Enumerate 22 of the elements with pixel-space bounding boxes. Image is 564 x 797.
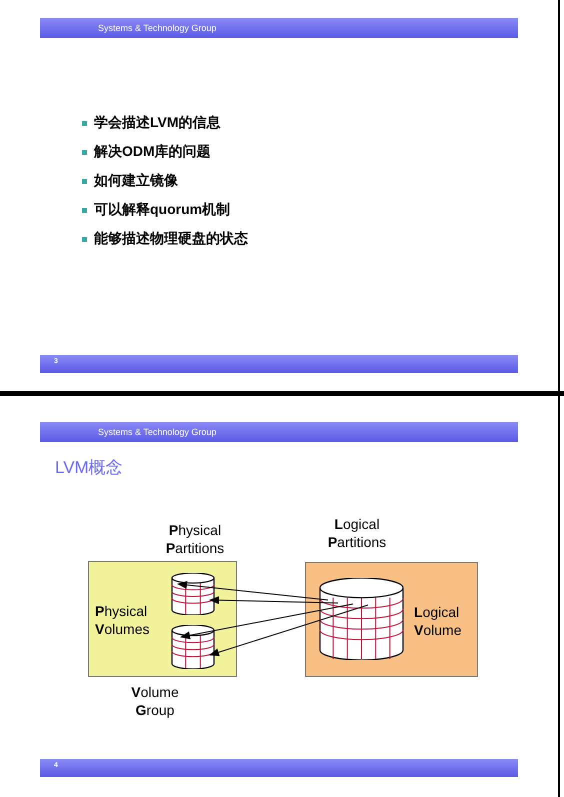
slide-title: LVM概念 [55,457,123,479]
section-label: Logical Partitions [326,515,388,551]
arrow [180,604,354,640]
bullet-text: 可以解释quorum机制 [94,201,230,219]
header-text: Systems & Technology Group [98,22,216,35]
group-label: Volume Group [130,683,180,719]
box-label: Logical Volume [414,603,462,639]
section-label: Physical Partitions [164,521,226,557]
disk-cylinder [171,625,215,669]
arrow [209,604,368,656]
arrow [209,596,338,604]
volume-group-box [88,561,237,677]
bullet-text: 学会描述LVM的信息 [94,114,221,132]
arrow [177,580,328,600]
bullet-text: 能够描述物理硬盘的状态 [94,230,248,248]
box-label: Physical Volumes [95,602,150,638]
header-text: Systems & Technology Group [98,426,216,439]
logical-volume-box [305,562,478,677]
disk-cylinder [319,578,404,660]
bullet-text: 解决ODM库的问题 [94,143,211,161]
disk-cylinder [171,573,215,615]
bullet-text: 如何建立镜像 [94,172,178,190]
